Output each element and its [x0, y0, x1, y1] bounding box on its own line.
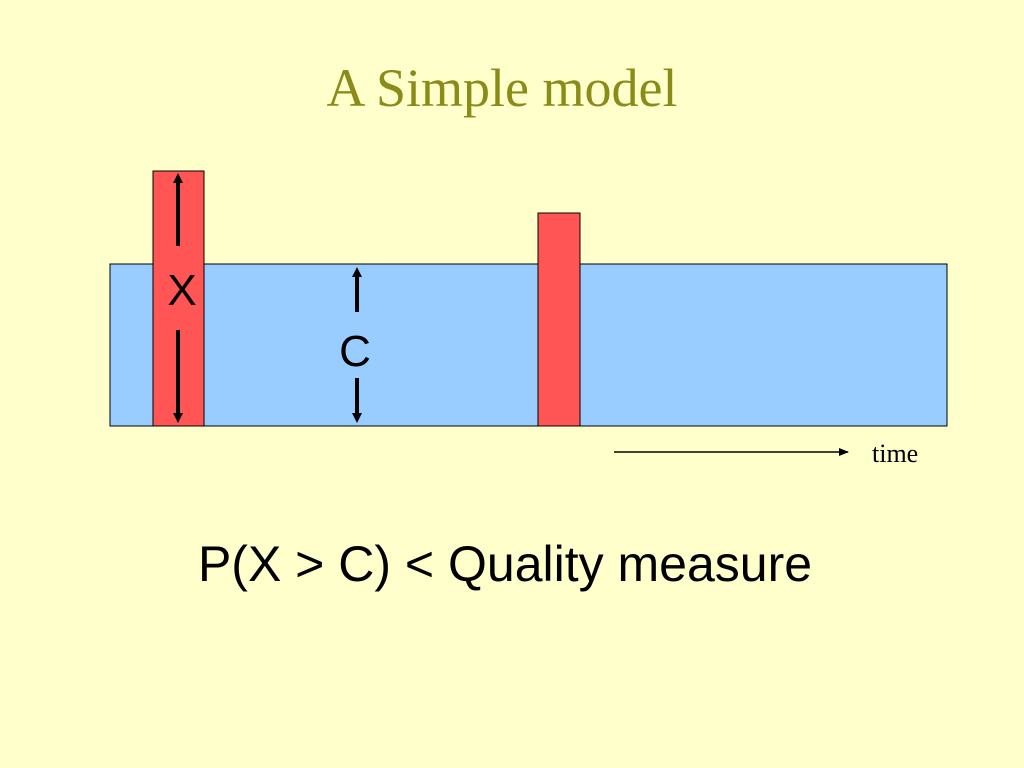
demand-spike-second — [537, 212, 581, 427]
time-axis-label: time — [872, 439, 919, 468]
spike-label-x: X — [167, 266, 196, 315]
quality-formula: P(X > C) < Quality measure — [197, 536, 813, 592]
capacity-label-c: C — [339, 327, 371, 376]
capacity-band — [109, 263, 948, 427]
slide-title: A Simple model — [326, 58, 678, 118]
